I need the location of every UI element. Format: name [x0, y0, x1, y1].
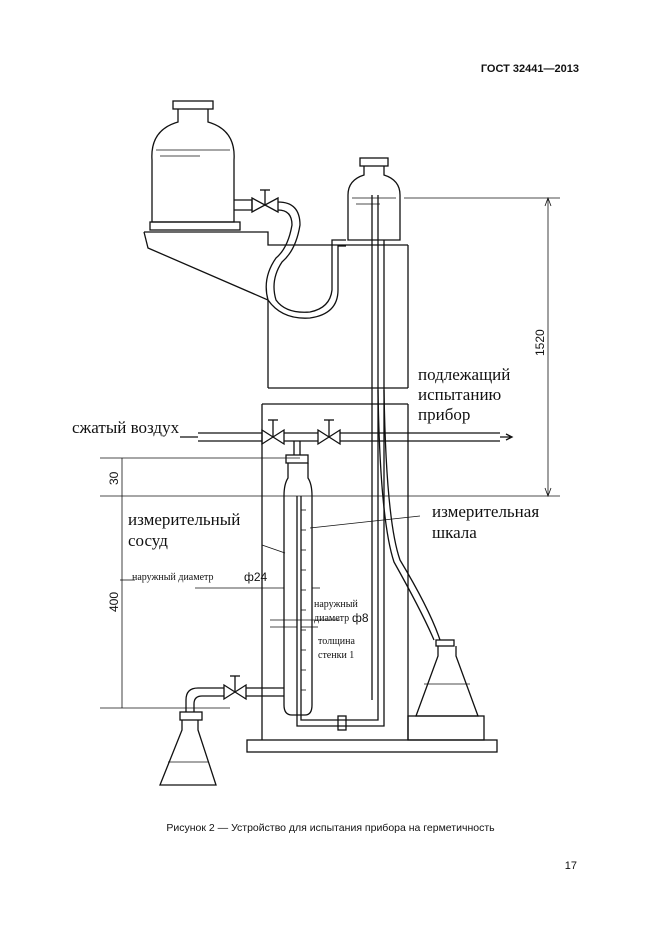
dimension-lines	[100, 196, 560, 709]
measuring-vessel-label-line1: измерительный	[128, 510, 240, 529]
outer-diameter-24-label: наружный диаметр	[132, 572, 214, 583]
diameter-24-value: ф24	[244, 570, 268, 584]
diameter-8-value: ф8	[352, 611, 369, 625]
tested-device-label-line2: испытанию	[418, 385, 502, 404]
measuring-scale-label-line2: шкала	[432, 523, 477, 542]
shelf-bracket	[143, 231, 345, 388]
top-valve	[251, 189, 279, 214]
height-total-dimension: 1520	[533, 329, 547, 356]
compressed-air-label: сжатый воздух	[72, 418, 180, 437]
standard-header: ГОСТ 32441—2013	[480, 63, 579, 75]
upper-reservoir-bottle	[149, 100, 253, 231]
wall-thickness-label-line1: толщина	[318, 636, 356, 647]
wall-thickness-label-line2: стенки 1	[318, 650, 354, 661]
connecting-hose-outer	[265, 209, 346, 319]
air-line	[180, 419, 514, 455]
connecting-hose	[273, 201, 346, 313]
outer-diameter-8-label-line2: диаметр	[314, 613, 349, 624]
measuring-vessel	[283, 454, 385, 731]
height-top-dimension: 30	[107, 471, 121, 485]
receiver-flask	[407, 639, 485, 741]
tested-device-label-line1: подлежащий	[418, 365, 510, 384]
figure-caption: Рисунок 2 — Устройство для испытания при…	[166, 822, 495, 834]
outer-diameter-8-label-line1: наружный	[314, 599, 359, 610]
tested-device-label-line3: прибор	[418, 405, 470, 424]
page-number: 17	[564, 860, 577, 872]
drain-assembly	[159, 675, 284, 786]
height-vessel-dimension: 400	[107, 592, 121, 612]
level-bottle	[347, 157, 401, 241]
measuring-vessel-label-line2: сосуд	[128, 531, 168, 550]
measuring-scale-label-line1: измерительная	[432, 502, 539, 521]
